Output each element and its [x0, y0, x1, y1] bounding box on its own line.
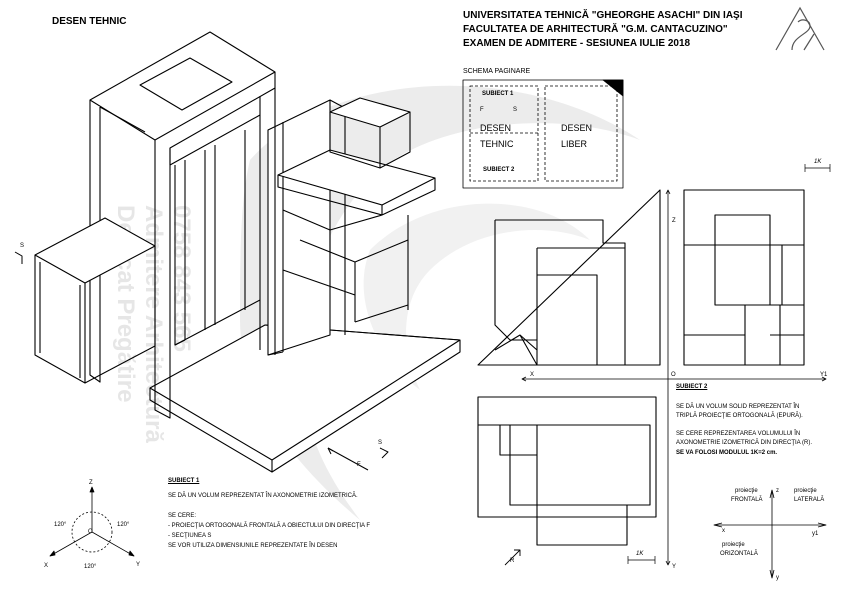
legend-axis-y1: y1	[812, 531, 819, 537]
university-logo: AS	[770, 4, 830, 52]
watermark-line-3: 0758 843 565	[168, 205, 195, 352]
subiect2-line3: SE CERE REPREZENTAREA VOLUMULUI ÎN	[676, 431, 801, 437]
subiect1-line1: SE DĂ UN VOLUM REPREZENTAT ÎN AXONOMETRI…	[168, 493, 358, 499]
legend-orizontala-label-b: ORIZONTALĂ	[720, 551, 758, 557]
direction-label-f: F	[357, 462, 361, 468]
schema-s: S	[513, 107, 518, 113]
schema-subiect1: SUBIECT 1	[482, 91, 514, 97]
legend-orizontala-label-a: proiecţie	[722, 542, 745, 548]
subiect2-line4: AXONOMETRIE IZOMETRICĂ DIN DIRECŢIA (R).	[676, 440, 813, 446]
module-label-top: 1K	[814, 159, 822, 165]
isometric-object	[34, 31, 461, 473]
subiect1-title: SUBIECT 1	[168, 478, 200, 484]
header-faculty: FACULTATEA DE ARHITECTURĂ "G.M. CANTACUZ…	[463, 24, 728, 35]
schema-tehnic: TEHNIC	[480, 139, 514, 149]
header-exam: EXAMEN DE ADMITERE - SESIUNEA IULIE 2018	[463, 38, 691, 49]
direction-label-r: R	[510, 558, 515, 564]
legend-frontala-label-a: proiecţie	[735, 488, 758, 494]
iso-axis-y: Y	[136, 562, 141, 568]
subiect2-line2: TRIPLĂ PROIECŢIE ORTOGONALĂ (EPURĂ).	[676, 413, 803, 419]
section-label-s-right: S	[378, 440, 383, 446]
iso-angle-left: 120°	[54, 522, 67, 528]
iso-axis-x: X	[44, 563, 49, 569]
schema-desen: DESEN	[480, 123, 512, 133]
orthographic-views	[477, 164, 831, 566]
subiect2-line1: SE DĂ UN VOLUM SOLID REPREZENTAT ÎN	[676, 404, 800, 410]
subiect2-title: SUBIECT 2	[676, 384, 708, 390]
layout-scheme	[462, 79, 624, 189]
sheet-title: DESEN TEHNIC	[52, 16, 127, 27]
module-label-bottom: 1K	[636, 551, 644, 557]
subiect2-line5: SE VA FOLOSI MODULUL 1K=2 cm.	[676, 450, 778, 456]
legend-axis-x: x	[722, 528, 725, 534]
schema-desen-liber-2: LIBER	[561, 139, 588, 149]
epura-axis-y: Y	[672, 564, 677, 570]
legend-axes	[713, 489, 827, 579]
legend-frontala-label-b: FRONTALĂ	[731, 497, 763, 503]
subiect1-line5: SE VOR UTILIZA DIMENSIUNILE REPREZENTATE…	[168, 543, 338, 549]
section-label-s-left: S	[20, 243, 25, 249]
legend-axis-z: z	[776, 488, 779, 494]
schema-title: SCHEMA PAGINARE	[463, 68, 531, 75]
epura-axis-x: X	[530, 372, 535, 378]
legend-laterala-label-b: LATERALĂ	[794, 497, 825, 503]
iso-axes	[49, 486, 135, 557]
epura-axis-z: Z	[672, 218, 676, 224]
iso-axis-z: Z	[89, 480, 93, 486]
iso-angle-bottom: 120°	[84, 564, 97, 570]
schema-f: F	[480, 107, 484, 113]
subiect1-line4: - SECŢIUNEA S	[168, 533, 212, 539]
schema-subiect2: SUBIECT 2	[483, 167, 515, 173]
epura-origin: O	[671, 372, 676, 378]
legend-laterala-label-a: proiecţie	[794, 488, 817, 494]
schema-desen-liber-1: DESEN	[561, 123, 593, 133]
legend-axis-y: y	[776, 575, 779, 581]
iso-direction-arrows	[14, 251, 389, 471]
subiect1-line3: - PROIECŢIA ORTOGONALĂ FRONTALĂ A OBIECT…	[168, 523, 371, 529]
epura-axis-y1: Y1	[820, 372, 828, 378]
header-university: UNIVERSITATEA TEHNICĂ "GHEORGHE ASACHI" …	[463, 10, 743, 21]
iso-angle-right: 120°	[117, 522, 130, 528]
subiect1-line2: SE CERE:	[168, 513, 197, 519]
iso-axis-o: O	[88, 529, 93, 535]
